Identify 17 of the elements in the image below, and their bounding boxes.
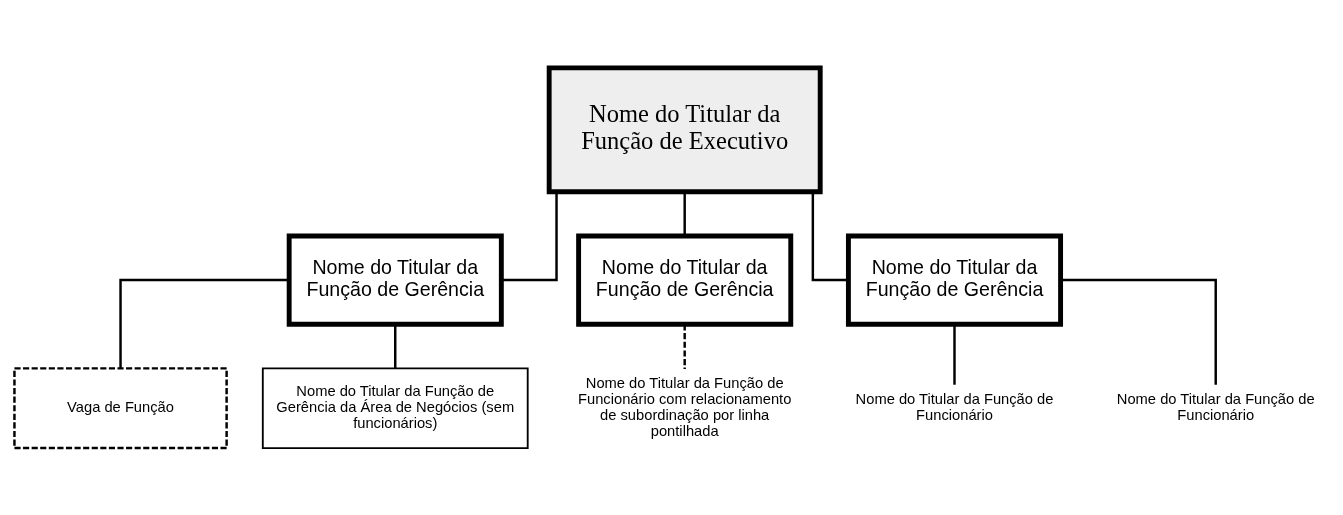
connector [1060, 278, 1217, 385]
node-text: Nome do Titular da Função de Funcionário com relacionamento de subordinação por linha pontilhada [578, 374, 792, 439]
node-box: Nome do Titular da Função de Gerência [576, 232, 794, 327]
node-text: Nome do Titular da Função de Funcionário [1116, 390, 1315, 423]
connector [953, 324, 956, 385]
node-box: Vaga de Função [13, 366, 228, 449]
node-text: Nome do Titular da Função de Funcionário [855, 390, 1054, 423]
node-box: Nome do Titular da Função de Gerência [286, 232, 504, 327]
connector [394, 324, 397, 368]
connector [501, 191, 558, 281]
node-box: Nome do Titular da Função de Executivo [546, 64, 823, 194]
connector [683, 191, 686, 236]
node-box: Nome do Titular da Função de Gerência [845, 232, 1064, 327]
node-box: Nome do Titular da Função de Gerência da Área de Negócios (sem funcionários) [261, 366, 529, 449]
connector [683, 324, 686, 369]
connector [811, 191, 849, 281]
connector [119, 278, 290, 368]
